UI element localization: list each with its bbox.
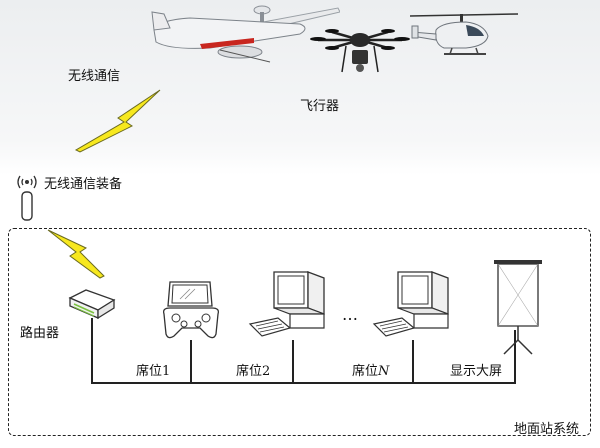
ground-station-label: 地面站系统 [514, 422, 580, 437]
computer-workstation-icon [248, 271, 325, 337]
router-icon [68, 289, 116, 320]
aircraft-label: 飞行器 [300, 99, 340, 114]
helicopter [409, 13, 519, 55]
ground-station-box [8, 228, 591, 436]
router-drop-line [91, 318, 93, 384]
controller-console-icon [162, 281, 220, 339]
lightning-bolt-icon [74, 89, 161, 153]
antenna-icon [17, 175, 37, 221]
fixed-wing-uav [151, 5, 340, 63]
seat-1-drop-line [190, 340, 192, 384]
seat-1-number: 1 [162, 364, 171, 379]
wireless-equipment-label: 无线通信装备 [44, 177, 123, 192]
screen-drop-line [514, 330, 516, 384]
lightning-bolt-icon [47, 229, 105, 279]
seat-2-drop-line [292, 340, 294, 384]
seat-n-drop-line [412, 340, 414, 384]
seat-2-number: 2 [262, 364, 271, 379]
seat-1-label: 席位1 [136, 364, 171, 379]
multirotor-drone [310, 29, 410, 73]
seat-n-number: N [378, 364, 390, 379]
wireless-link-label: 无线通信 [68, 69, 121, 84]
ellipsis: … [342, 305, 359, 324]
seat-n-label: 席位N [352, 364, 390, 379]
network-bus [91, 382, 516, 384]
screen-label: 显示大屏 [450, 364, 503, 379]
computer-workstation-icon [372, 271, 449, 337]
projection-screen-icon [494, 260, 542, 355]
router-label: 路由器 [20, 326, 60, 341]
seat-2-label: 席位2 [236, 364, 271, 379]
